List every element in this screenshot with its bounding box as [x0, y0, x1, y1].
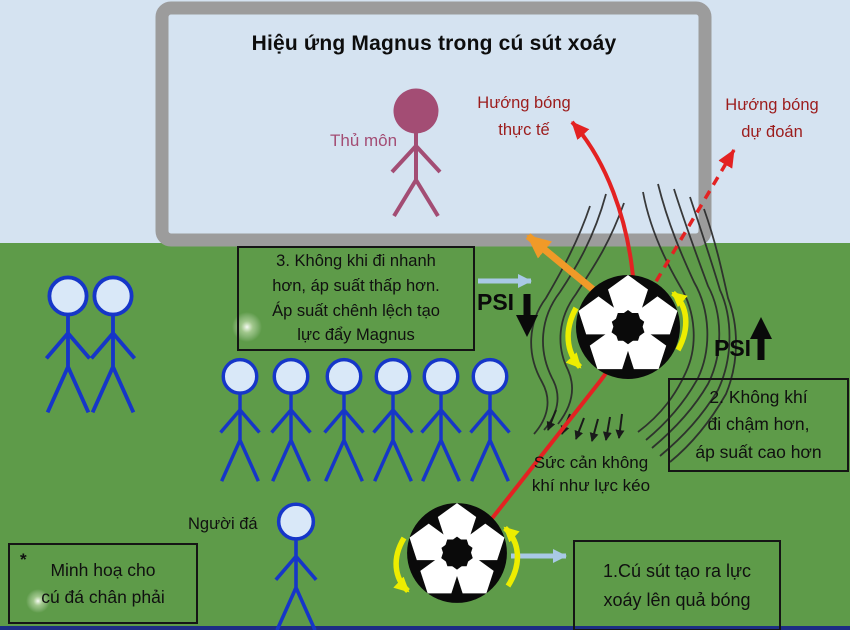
- diagram-title: Hiệu ứng Magnus trong cú sút xoáy: [251, 32, 617, 55]
- kicker-label: Người đá: [188, 515, 258, 533]
- predicted-direction-label: Hướng bóng dự đoán: [725, 96, 819, 142]
- glow-spot: [26, 589, 50, 613]
- step3-box: 3. Không khi đi nhanh hơn, áp suất thấp …: [237, 246, 475, 351]
- psi-high-label: PSI: [714, 335, 752, 361]
- footnote-asterisk: *: [20, 550, 27, 569]
- actual-direction-label: Hướng bóng thực tế: [477, 94, 571, 140]
- step2-box: 2. Không khí đi chậm hơn, áp suất cao hơ…: [668, 378, 849, 472]
- drag-label: Sức cản không khí như lực kéo: [531, 453, 651, 495]
- drag-arrows-icon: [546, 409, 625, 442]
- psi-down-arrow-icon: [516, 294, 538, 337]
- magnus-force-arrow: [525, 233, 599, 295]
- step1-box: 1.Cú sút tạo ra lực xoáy lên quả bóng: [573, 540, 781, 630]
- psi-low-label: PSI: [477, 289, 515, 315]
- bottom-strip: [0, 626, 850, 630]
- footnote-box: * Minh hoạ cho cú đá chân phải: [8, 543, 198, 624]
- psi-up-arrow-icon: [750, 317, 772, 360]
- glow-spot: [232, 312, 262, 342]
- spin-arrows-icon: [393, 290, 689, 594]
- goalkeeper-figure: [390, 88, 442, 218]
- predicted-trajectory-arrow: [646, 149, 736, 296]
- goalkeeper-label: Thủ môn: [330, 131, 398, 150]
